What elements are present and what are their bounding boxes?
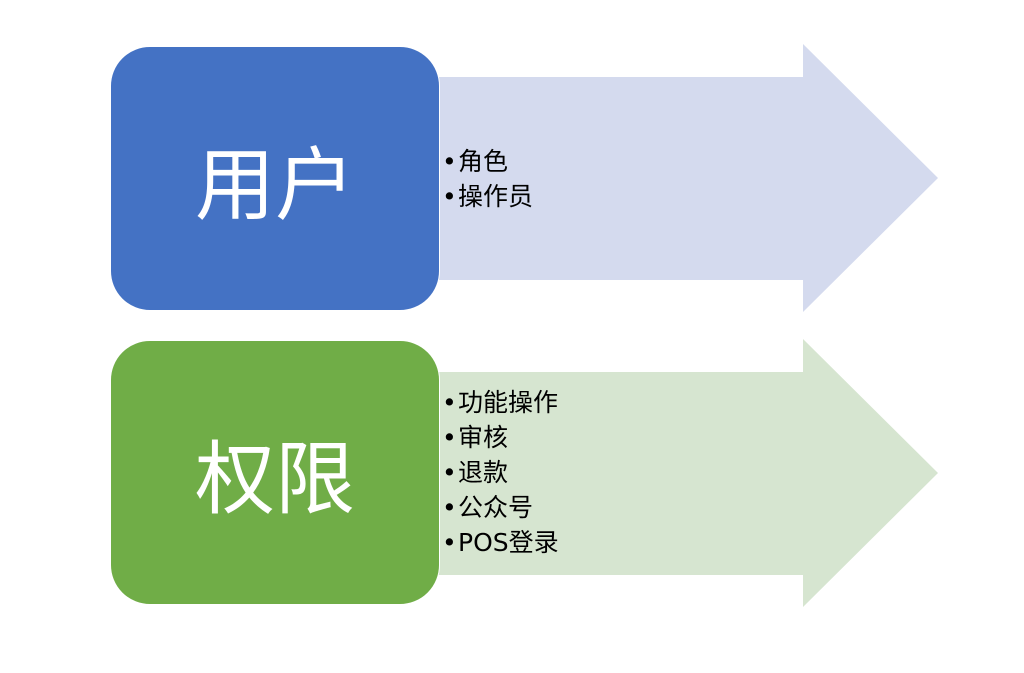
permission-arrow-shape bbox=[420, 339, 938, 607]
user-arrow-shape bbox=[420, 44, 938, 312]
bullet-icon: • bbox=[442, 182, 457, 211]
user-box-title: 用户 bbox=[195, 138, 355, 232]
bullet-icon: • bbox=[442, 147, 457, 176]
list-item: •审核 bbox=[442, 420, 559, 455]
bullet-icon: • bbox=[442, 528, 457, 557]
permission-box-title: 权限 bbox=[195, 432, 355, 526]
bullet-icon: • bbox=[442, 458, 457, 487]
bullet-icon: • bbox=[442, 388, 457, 417]
list-item: •功能操作 bbox=[442, 385, 559, 420]
list-item: •公众号 bbox=[442, 490, 559, 525]
list-item: •POS登录 bbox=[442, 525, 559, 560]
list-item: •退款 bbox=[442, 455, 559, 490]
user-box: 用户 bbox=[110, 46, 440, 311]
list-item: •角色 bbox=[442, 144, 533, 179]
list-item: •操作员 bbox=[442, 179, 533, 214]
user-item-list: •角色 •操作员 bbox=[442, 144, 533, 214]
permission-box: 权限 bbox=[110, 340, 440, 605]
bullet-icon: • bbox=[442, 423, 457, 452]
permission-item-list: •功能操作 •审核 •退款 •公众号 •POS登录 bbox=[442, 385, 559, 560]
bullet-icon: • bbox=[442, 493, 457, 522]
